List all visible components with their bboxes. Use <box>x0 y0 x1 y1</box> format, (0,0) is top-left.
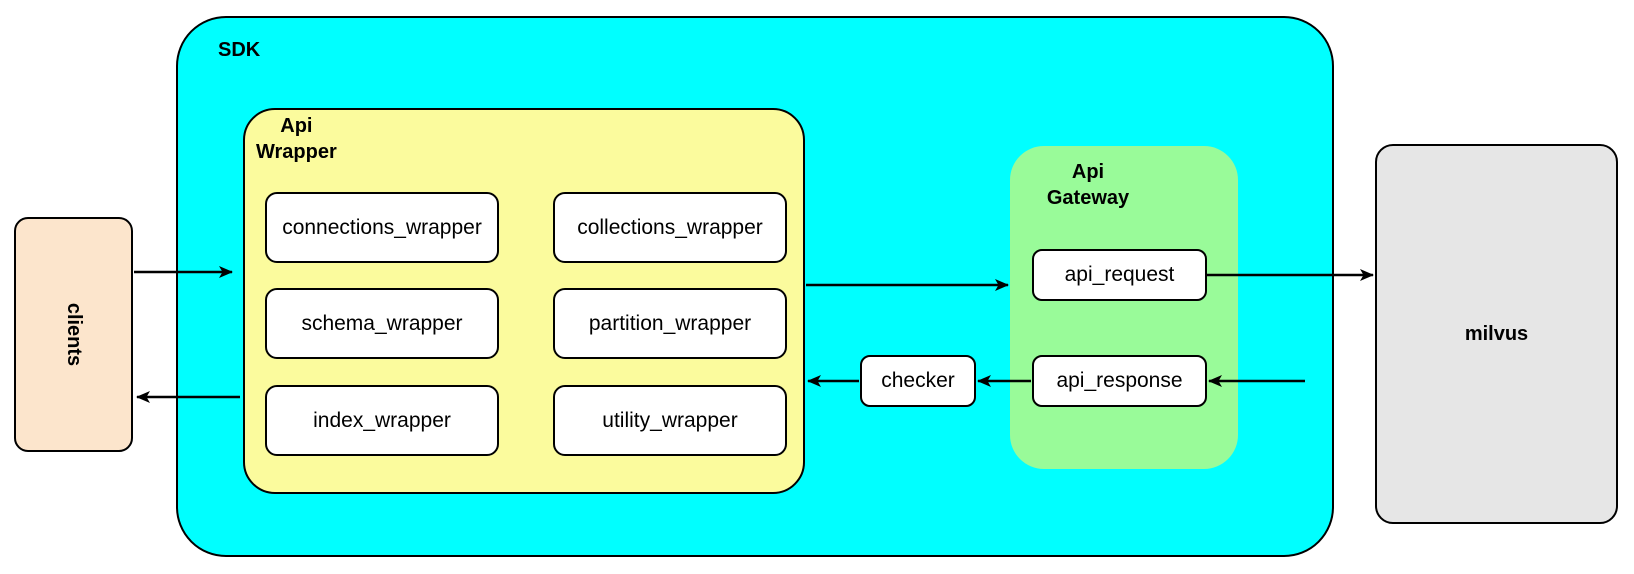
node-label: api_response <box>1056 369 1183 392</box>
node-label: checker <box>881 369 955 392</box>
node-connections-wrapper[interactable]: connections_wrapper <box>265 192 499 263</box>
node-checker[interactable]: checker <box>860 355 976 407</box>
node-index-wrapper[interactable]: index_wrapper <box>265 385 499 456</box>
node-partition-wrapper[interactable]: partition_wrapper <box>553 288 787 359</box>
actor-milvus-label: milvus <box>1464 322 1529 345</box>
api-gateway-container <box>1010 146 1238 469</box>
sdk-container-label: SDK <box>218 39 261 61</box>
node-api-response[interactable]: api_response <box>1032 355 1207 407</box>
node-label: index_wrapper <box>313 408 451 432</box>
node-label: connections_wrapper <box>282 215 482 239</box>
node-label: schema_wrapper <box>301 311 463 335</box>
node-label: partition_wrapper <box>588 311 752 335</box>
node-label: collections_wrapper <box>577 215 763 239</box>
node-utility-wrapper[interactable]: utility_wrapper <box>553 385 787 456</box>
node-label: utility_wrapper <box>602 408 738 432</box>
node-label: api_request <box>1064 263 1175 286</box>
api-wrapper-container-label: Api Wrapper <box>256 115 337 163</box>
actor-clients-label: clients <box>62 302 85 367</box>
node-collections-wrapper[interactable]: collections_wrapper <box>553 192 787 263</box>
api-gateway-container-label: Api Gateway <box>1046 161 1130 209</box>
node-api-request[interactable]: api_request <box>1032 249 1207 301</box>
actor-clients[interactable]: clients <box>14 217 133 452</box>
node-schema-wrapper[interactable]: schema_wrapper <box>265 288 499 359</box>
actor-milvus[interactable]: milvus <box>1375 144 1618 524</box>
